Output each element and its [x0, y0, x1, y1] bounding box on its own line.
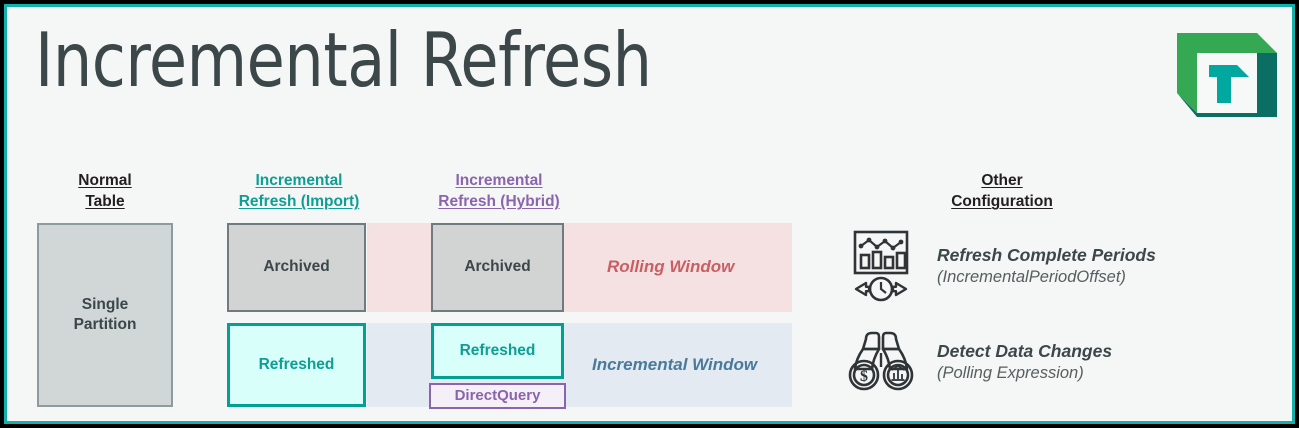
partition-box-refreshed-hybrid: Refreshed: [431, 323, 564, 379]
column-heading-other-line2: Configuration: [951, 193, 1053, 211]
page-title: Incremental Refresh: [35, 16, 652, 104]
column-heading-import-line2: Refresh (Import): [238, 193, 360, 211]
chart-clock-arrows-icon-svg: [853, 230, 909, 302]
slide-inner-frame: Incremental Refresh Normal Table Increme…: [4, 4, 1295, 424]
config-subtitle-detect-data-changes: (Polling Expression): [937, 363, 1084, 382]
binoculars-icon-svg: $: [848, 331, 914, 391]
band-label-rolling-window: Rolling Window: [607, 257, 735, 276]
config-title-detect-data-changes: Detect Data Changes: [937, 340, 1113, 361]
config-subtitle-refresh-complete-periods: (IncrementalPeriodOffset): [937, 267, 1126, 286]
chart-clock-arrows-icon: [843, 229, 919, 303]
config-item-detect-data-changes: $ Detect Data Changes (Polling Expressio…: [843, 325, 1112, 399]
partition-box-archived-import: Archived: [227, 223, 366, 312]
column-heading-normal-line2: Table: [85, 193, 125, 211]
t-logo-icon: [1177, 33, 1277, 117]
partition-box-refreshed-import: Refreshed: [227, 323, 366, 407]
svg-text:$: $: [860, 368, 868, 385]
config-title-refresh-complete-periods: Refresh Complete Periods: [937, 244, 1156, 265]
band-label-incremental-window: Incremental Window: [592, 355, 758, 374]
config-text-refresh-complete-periods: Refresh Complete Periods (IncrementalPer…: [937, 245, 1156, 288]
partition-box-single: Single Partition: [37, 223, 173, 407]
column-heading-normal-line1: Normal: [78, 172, 132, 189]
config-item-refresh-complete-periods: Refresh Complete Periods (IncrementalPer…: [843, 229, 1156, 303]
partition-single-line1: Single: [81, 295, 129, 313]
partition-single-line2: Partition: [73, 316, 137, 333]
column-heading-other-configuration: Other Configuration: [869, 170, 1135, 212]
column-heading-import-line1: Incremental: [255, 172, 343, 189]
column-heading-incremental-hybrid: Incremental Refresh (Hybrid): [411, 170, 587, 212]
column-heading-hybrid-line1: Incremental: [455, 172, 543, 189]
column-heading-normal-table: Normal Table: [31, 170, 179, 212]
column-heading-hybrid-line2: Refresh (Hybrid): [438, 193, 560, 211]
binoculars-icon: $: [843, 325, 919, 399]
column-heading-other-line1: Other: [981, 172, 1023, 189]
partition-box-archived-hybrid: Archived: [431, 223, 564, 312]
t-logo: [1173, 25, 1281, 125]
column-heading-incremental-import: Incremental Refresh (Import): [213, 170, 385, 212]
partition-box-directquery: DirectQuery: [429, 383, 566, 409]
config-text-detect-data-changes: Detect Data Changes (Polling Expression): [937, 341, 1112, 384]
